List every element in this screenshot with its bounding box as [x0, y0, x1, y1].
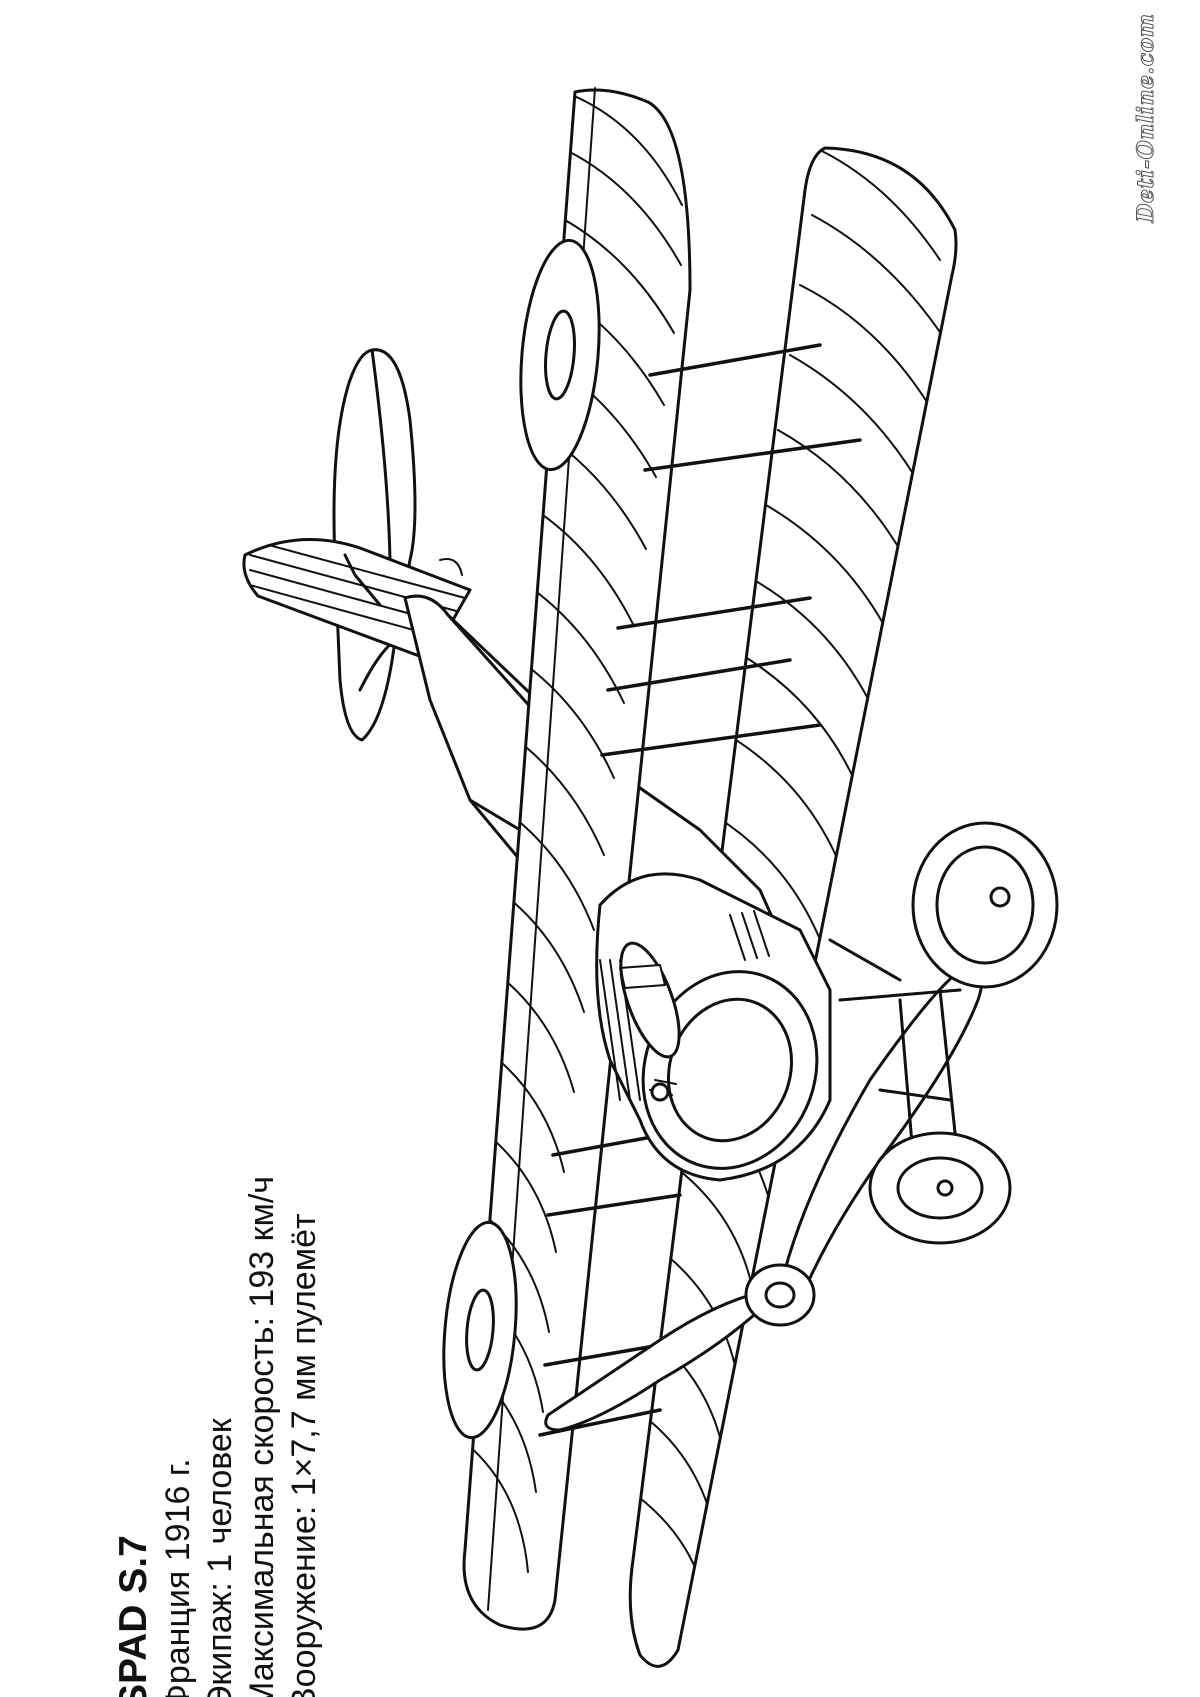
- engine-cowling: [595, 872, 832, 1182]
- aircraft-crew: Экипаж: 1 человек: [201, 1418, 239, 1697]
- aircraft-origin: Франция 1916 г.: [159, 1458, 197, 1697]
- aircraft-max-speed: Максимальная скорость: 193 км/ч: [243, 1176, 281, 1697]
- interplane-struts: [538, 343, 862, 1437]
- wheel-upper: [911, 821, 1059, 989]
- wheel-lower: [868, 1131, 1012, 1245]
- aircraft-armament: Вооружение: 1×7,7 мм пулемёт: [285, 1213, 323, 1697]
- machine-gun: [599, 959, 641, 1101]
- site-watermark: Deti-Online.com: [1133, 13, 1160, 223]
- aircraft-caption: SPAD S.7 Франция 1916 г. Экипаж: 1 челов…: [111, 830, 325, 1697]
- aircraft-title: SPAD S.7: [112, 1535, 155, 1697]
- propeller: [544, 966, 984, 1432]
- upper-wing: [442, 87, 692, 1631]
